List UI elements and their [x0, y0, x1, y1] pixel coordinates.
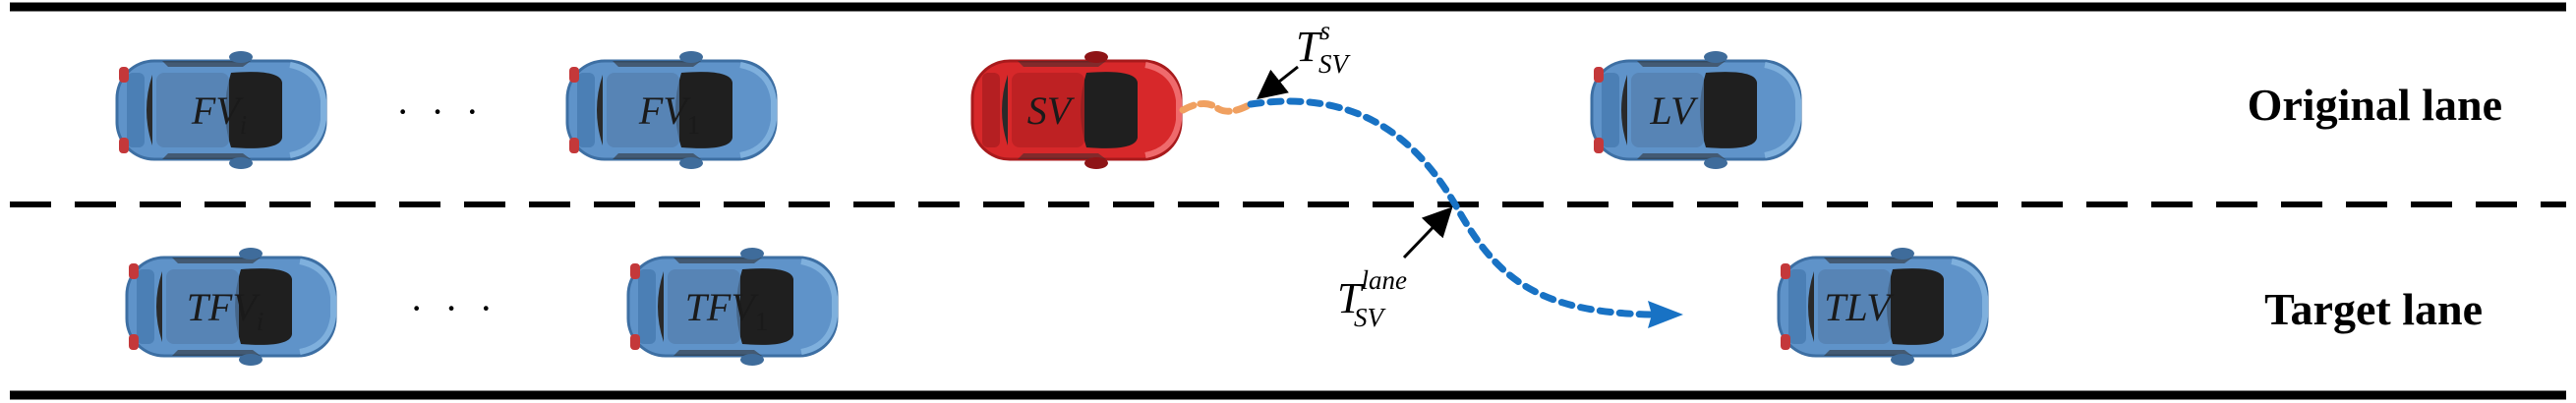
vehicle-tlv: TLV	[1779, 248, 1987, 366]
vehicle-fv-1-sub: 1	[687, 110, 701, 140]
t-sv-s-pointer	[1257, 65, 1299, 100]
vehicle-fv-1: FV1	[567, 51, 776, 169]
vehicle-tfv-i: TFVi	[127, 248, 335, 366]
vehicle-tfv-1-sub: 1	[755, 307, 769, 336]
vehicle-fv-i-base: FV	[191, 88, 244, 133]
sv-initial-trajectory	[1179, 100, 1255, 115]
vehicle-tfv-i-base: TFV	[187, 285, 262, 329]
svg-text:FVi: FVi	[191, 88, 247, 140]
svg-text:TFVi: TFVi	[187, 285, 264, 336]
svg-text:FV1: FV1	[638, 88, 700, 140]
vehicle-lv: LV	[1592, 51, 1800, 169]
vehicle-sv: SV	[972, 51, 1181, 169]
ellipsis-original-lane: · · ·	[396, 89, 485, 134]
t-sv-lane-pointer	[1402, 206, 1453, 259]
ellipsis-target-lane: · · ·	[410, 286, 498, 330]
vehicle-sv-label: SV	[1027, 88, 1076, 133]
vehicle-lv-label: LV	[1649, 88, 1699, 133]
svg-text:TFV1: TFV1	[685, 285, 769, 336]
vehicle-tfv-1-base: TFV	[685, 285, 760, 329]
lane-change-trajectory	[1247, 97, 1656, 318]
vehicle-fv-1-base: FV	[638, 88, 691, 133]
vehicle-tlv-label: TLV	[1824, 285, 1895, 329]
vehicle-tfv-i-sub: i	[257, 307, 264, 336]
original-lane-label: Original lane	[2248, 80, 2502, 130]
vehicle-tfv-1: TFV1	[628, 248, 837, 366]
vehicle-fv-i-sub: i	[240, 110, 248, 140]
target-lane-label: Target lane	[2264, 284, 2483, 334]
vehicle-fv-i: FVi	[117, 51, 325, 169]
trajectory-arrowhead	[1648, 301, 1683, 328]
